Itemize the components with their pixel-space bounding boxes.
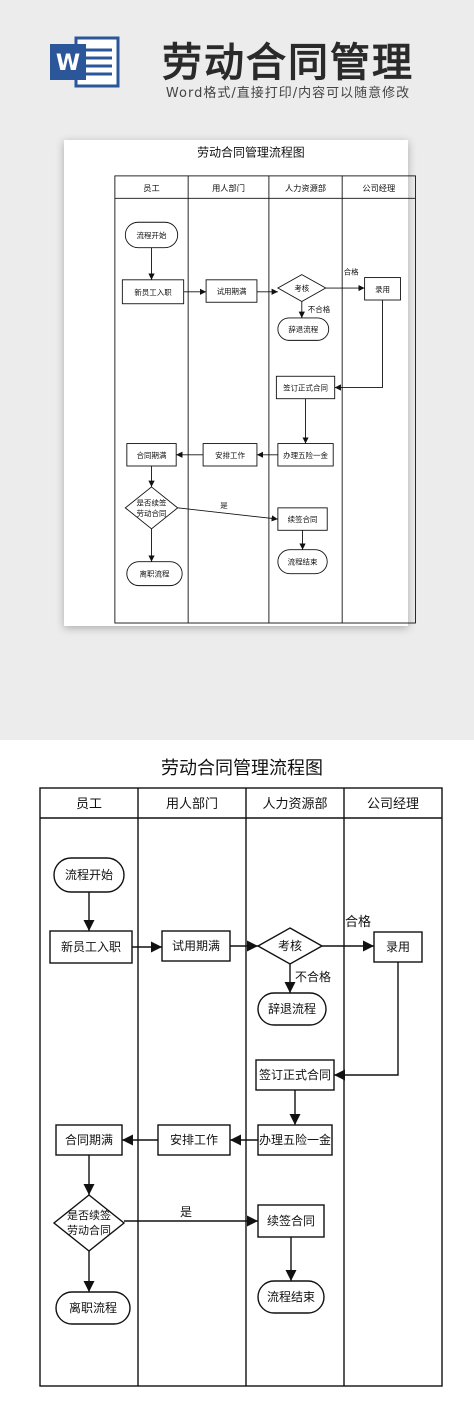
node-leave-label: 离职流程 [69, 1300, 117, 1315]
node-leave [55, 1291, 131, 1325]
svg-text:合同期满: 合同期满 [137, 450, 167, 460]
edge-label-pass: 合格 [345, 914, 371, 930]
svg-text:W: W [56, 51, 80, 76]
swimlane-frame [39, 787, 443, 1387]
svg-text:录用: 录用 [375, 285, 390, 294]
edge-label-fail: 不合格 [295, 969, 331, 984]
lane-header-department: 用人部门 [166, 797, 218, 812]
lane-header-hr: 人力资源部 [262, 797, 327, 812]
node-renew-decision [52, 1194, 126, 1252]
node-new-employee-label: 新员工入职 [61, 939, 121, 954]
banner-title: 劳动合同管理 [162, 40, 414, 86]
svg-text:安排工作: 安排工作 [215, 450, 245, 460]
svg-text:是否续签: 是否续签 [137, 498, 167, 508]
node-hire-label: 录用 [386, 940, 410, 954]
edge-label-yes: 是 [180, 1205, 192, 1219]
preview-banner: W 劳动合同管理 Word格式/直接打印/内容可以随意修改 劳动合同管理流程图 … [0, 0, 474, 740]
svg-text:不合格: 不合格 [308, 304, 331, 314]
svg-text:辞退流程: 辞退流程 [288, 324, 318, 334]
node-start-label: 流程开始 [65, 867, 113, 882]
svg-text:流程开始: 流程开始 [137, 230, 167, 240]
lane-manager: 公司经理 [362, 183, 395, 193]
flowchart-title: 劳动合同管理流程图 [161, 758, 323, 779]
flowchart-page: 劳动合同管理流程图 员工 用人部门 人力资源部 公司经理 [0, 740, 474, 1410]
edge-hire-sign [334, 962, 399, 1081]
node-dismiss-label: 辞退流程 [268, 1001, 316, 1016]
node-contract-expire [55, 1124, 123, 1156]
node-assess-label: 考核 [278, 939, 302, 953]
svg-text:考核: 考核 [294, 283, 309, 293]
flowchart: 劳动合同管理流程图 员工 用人部门 人力资源部 公司经理 [39, 758, 443, 1387]
word-document-icon: W [50, 36, 120, 88]
node-new-employee [49, 930, 133, 964]
svg-text:是: 是 [220, 501, 228, 510]
svg-text:合格: 合格 [344, 267, 359, 277]
node-sign-contract-label: 签订正式合同 [259, 1067, 331, 1082]
svg-text:试用期满: 试用期满 [217, 286, 247, 296]
lane-department: 用人部门 [212, 183, 245, 193]
lane-header-manager: 公司经理 [367, 797, 419, 812]
svg-text:流程结束: 流程结束 [288, 557, 318, 567]
svg-text:签订正式合同: 签订正式合同 [283, 382, 328, 392]
document-preview: 劳动合同管理流程图 员工 用人部门 人力资源部 公司经理 [64, 140, 416, 626]
node-sign-contract [255, 1059, 335, 1091]
svg-text:办理五险一金: 办理五险一金 [283, 450, 328, 460]
node-renew-contract [257, 1204, 325, 1238]
node-probation-end-label: 试用期满 [172, 938, 220, 953]
lane-hr: 人力资源部 [285, 183, 326, 193]
svg-text:续签合同: 续签合同 [288, 514, 318, 524]
node-renew-decision-label-2: 劳动合同 [67, 1223, 111, 1237]
banner-subtitle: Word格式/直接打印/内容可以随意修改 [165, 86, 411, 101]
svg-text:新员工入职: 新员工入职 [134, 287, 172, 297]
lane-employee: 员工 [143, 183, 159, 193]
node-arrange-work [157, 1124, 231, 1156]
node-hire [373, 931, 423, 963]
node-end-label: 流程结束 [267, 1289, 315, 1304]
node-contract-expire-label: 合同期满 [65, 1132, 113, 1147]
node-renew-decision-label-1: 是否续签 [67, 1208, 111, 1222]
node-arrange-work-label: 安排工作 [170, 1132, 218, 1147]
node-dismiss [257, 992, 327, 1026]
svg-text:劳动合同: 劳动合同 [137, 508, 167, 518]
lane-header-employee: 员工 [76, 797, 102, 812]
node-social-insurance-label: 办理五险一金 [259, 1132, 331, 1147]
node-renew-contract-label: 续签合同 [267, 1213, 315, 1228]
node-probation-end [161, 930, 231, 962]
svg-text:离职流程: 离职流程 [140, 569, 170, 579]
chart-title: 劳动合同管理流程图 [197, 144, 305, 159]
flowchart-thumbnail: 劳动合同管理流程图 员工 用人部门 人力资源部 公司经理 [114, 144, 416, 624]
